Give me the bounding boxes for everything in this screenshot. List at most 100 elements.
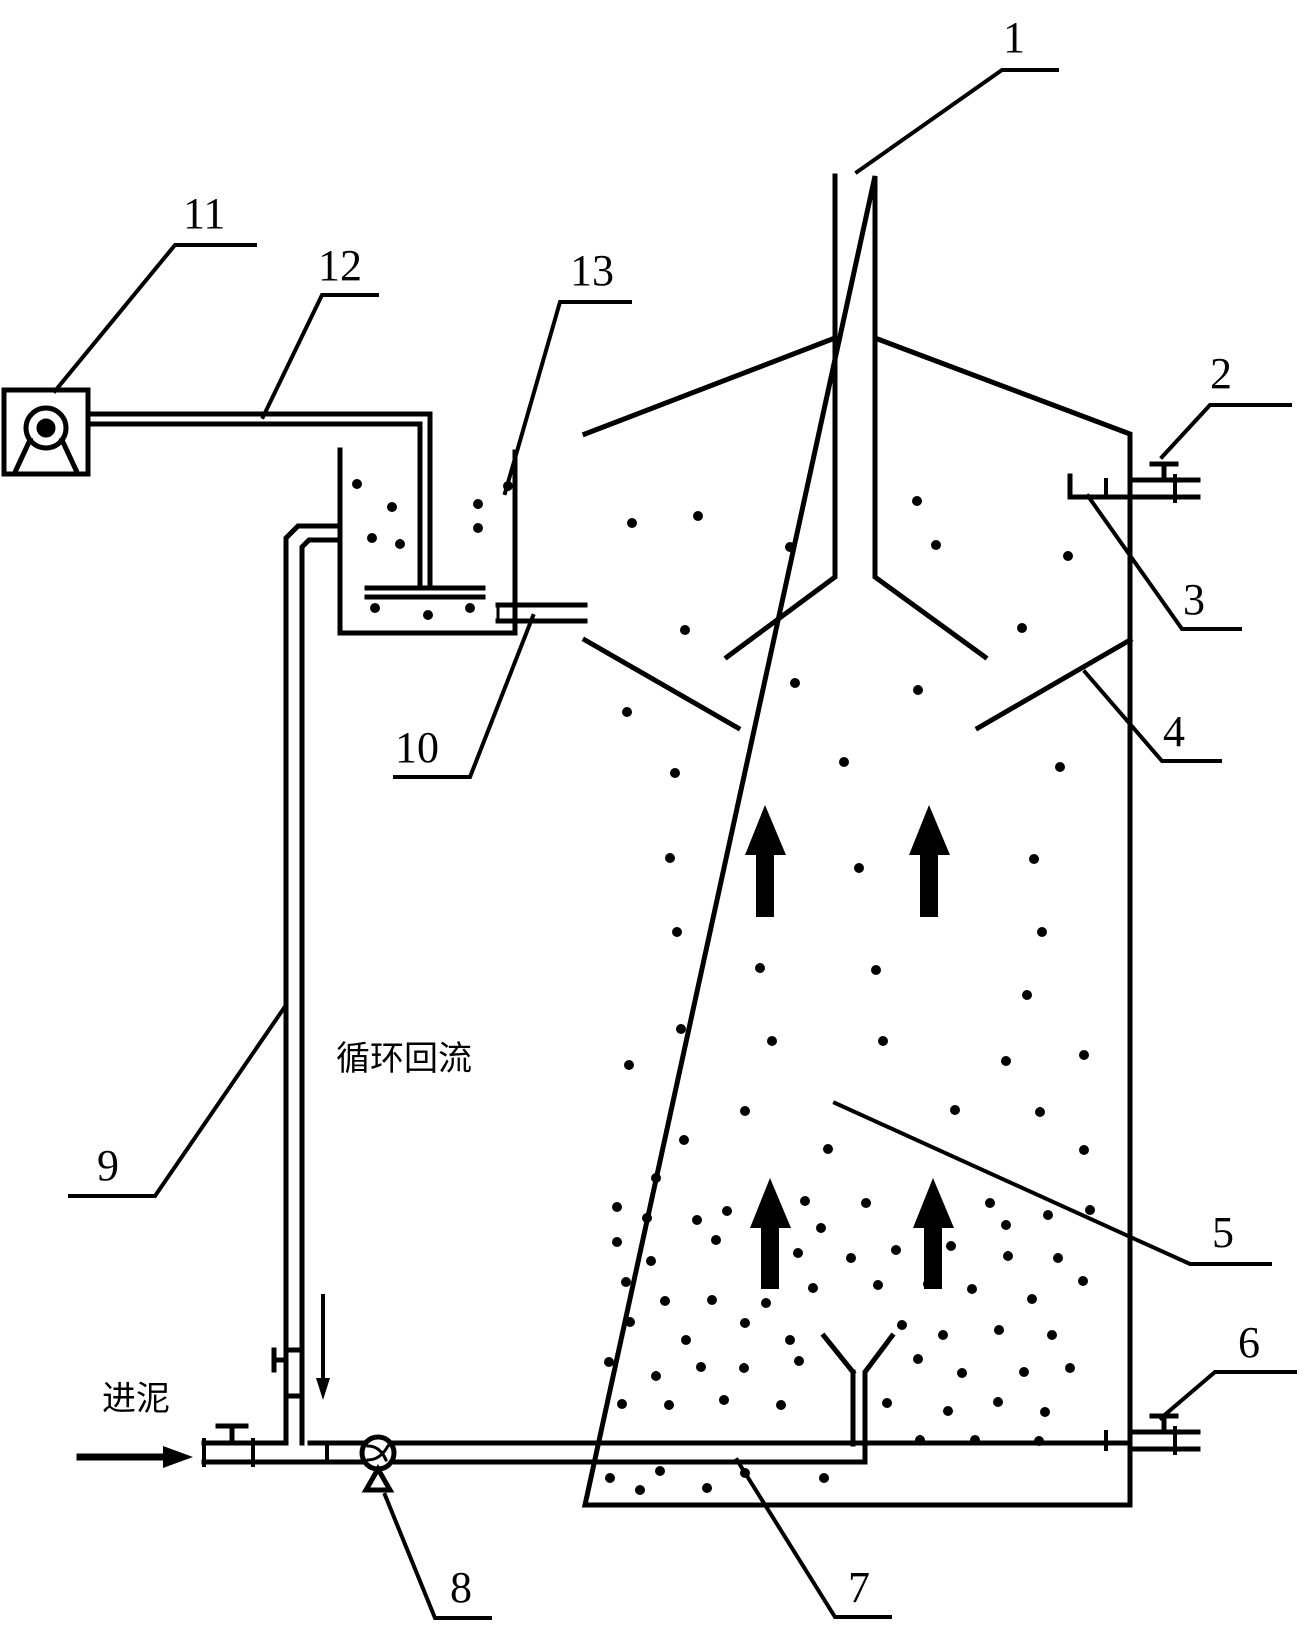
sludge-particle (719, 1395, 729, 1405)
sludge-particle (794, 1356, 804, 1366)
sludge-particle (670, 768, 680, 778)
sludge-particle (664, 1400, 674, 1410)
sludge-particle (740, 1468, 750, 1478)
sludge-particle (755, 963, 765, 973)
sludge-particle (776, 1400, 786, 1410)
label-5: 5 (1212, 1208, 1234, 1257)
sludge-particle (473, 523, 483, 533)
sludge-particle (1003, 1251, 1013, 1261)
sludge-particle (679, 1135, 689, 1145)
label-13: 13 (570, 246, 614, 295)
gas-collection-cone (723, 335, 989, 661)
sludge-particle (680, 625, 690, 635)
sludge-particle (605, 1473, 615, 1483)
sludge-particle (612, 1202, 622, 1212)
sludge-particle (625, 1317, 635, 1327)
sludge-particle (387, 502, 397, 512)
recirculation-valve (271, 1347, 305, 1399)
sludge-particle (1078, 1276, 1088, 1286)
sludge-particle (696, 1362, 706, 1372)
label-2: 2 (1210, 349, 1232, 398)
sludge-particle (1001, 1056, 1011, 1066)
sludge-particle (915, 1435, 925, 1445)
label-4: 4 (1163, 707, 1185, 756)
sludge-particle (1065, 1363, 1075, 1373)
sludge-particle (739, 1363, 749, 1373)
sludge-particle (913, 1354, 923, 1364)
label-1: 1 (1003, 13, 1025, 62)
sludge-particle (621, 1277, 631, 1287)
sludge-particle (740, 1318, 750, 1328)
sludge-particle (651, 1371, 661, 1381)
circulation-pump (359, 1434, 397, 1493)
label-9: 9 (97, 1141, 119, 1190)
sludge-particle (923, 1279, 933, 1289)
sludge-particle (897, 1320, 907, 1330)
sludge-particle (503, 481, 513, 491)
sludge-particle (660, 1296, 670, 1306)
overflow-weir (1067, 473, 1133, 500)
sludge-particle (823, 1144, 833, 1154)
sludge-particle (612, 1237, 622, 1247)
sludge-particle (878, 1036, 888, 1046)
sludge-particle (785, 542, 795, 552)
recirculation-label: 循环回流 (336, 1039, 472, 1079)
drain-valve (1104, 1413, 1201, 1455)
sludge-particle (1040, 1407, 1050, 1417)
sludge-particle (604, 1357, 614, 1367)
sludge-particle (676, 1024, 686, 1034)
sludge-inlet-label: 进泥 (102, 1379, 170, 1419)
sludge-particle (1034, 1436, 1044, 1446)
sludge-particle (622, 707, 632, 717)
sludge-particle (423, 610, 433, 620)
label-6: 6 (1238, 1318, 1260, 1367)
sludge-particle (722, 1206, 732, 1216)
label-7: 7 (848, 1563, 870, 1612)
sludge-particle (1022, 990, 1032, 1000)
sludge-particle (1027, 1294, 1037, 1304)
sludge-particle (816, 1223, 826, 1233)
sludge-particle (871, 965, 881, 975)
sludge-particle (800, 1196, 810, 1206)
sludge-particle (882, 1398, 892, 1408)
recirculation-pipe (283, 523, 343, 1446)
sludge-particle (808, 1283, 818, 1293)
sludge-particle (793, 1248, 803, 1258)
sludge-particle (943, 1406, 953, 1416)
sludge-particle (1079, 1145, 1089, 1155)
sludge-particle (946, 1241, 956, 1251)
leader-lines (52, 68, 1297, 1620)
label-11: 11 (183, 189, 225, 238)
sludge-particle (465, 603, 475, 613)
sludge-particle (1063, 551, 1073, 561)
sludge-inlet-arrow (76, 1446, 193, 1468)
sludge-particle (1053, 1253, 1063, 1263)
sludge-particle (352, 479, 362, 489)
sludge-particle (1047, 1330, 1057, 1340)
sludge-particle (790, 678, 800, 688)
sludge-particle (931, 540, 941, 550)
sludge-particle (873, 1280, 883, 1290)
sludge-particle (635, 1485, 645, 1495)
feed-pipe (277, 1332, 896, 1465)
sludge-particle (854, 863, 864, 873)
sludge-particle (1035, 1107, 1045, 1117)
sludge-particle (702, 1483, 712, 1493)
sludge-particle (655, 1466, 665, 1476)
label-10: 10 (395, 723, 439, 772)
dosing-pump (1, 387, 91, 477)
flow-arrows (745, 805, 954, 1289)
sludge-particle (740, 1106, 750, 1116)
sludge-particle (1085, 1205, 1095, 1215)
sludge-particle (1029, 854, 1039, 864)
sludge-particle (912, 496, 922, 506)
sludge-particle (985, 1198, 995, 1208)
sludge-particle (1043, 1210, 1053, 1220)
effluent-valve (1104, 461, 1201, 503)
sludge-particle (1017, 623, 1027, 633)
sludge-particle (642, 1213, 652, 1223)
sludge-particle (617, 1399, 627, 1409)
sludge-particle (672, 927, 682, 937)
sludge-particle (861, 1198, 871, 1208)
